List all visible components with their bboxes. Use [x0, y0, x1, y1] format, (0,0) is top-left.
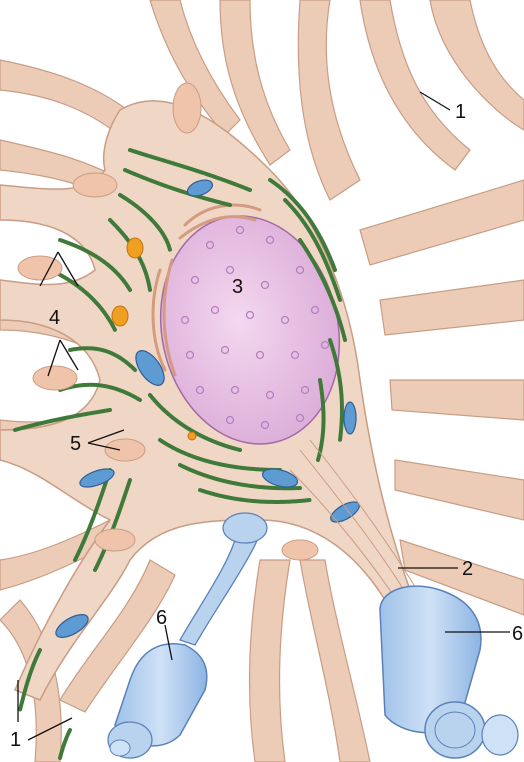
label-3: 3: [232, 276, 243, 298]
label-1-top: 1: [455, 101, 466, 123]
label-6-right: 6: [512, 623, 523, 645]
myelinated-axon-right: [380, 586, 518, 758]
label-2: 2: [462, 558, 473, 580]
label-5: 5: [70, 433, 81, 455]
label-4: 4: [49, 307, 60, 329]
label-1-bottom: 1: [10, 729, 21, 751]
label-6-left: 6: [156, 607, 167, 629]
